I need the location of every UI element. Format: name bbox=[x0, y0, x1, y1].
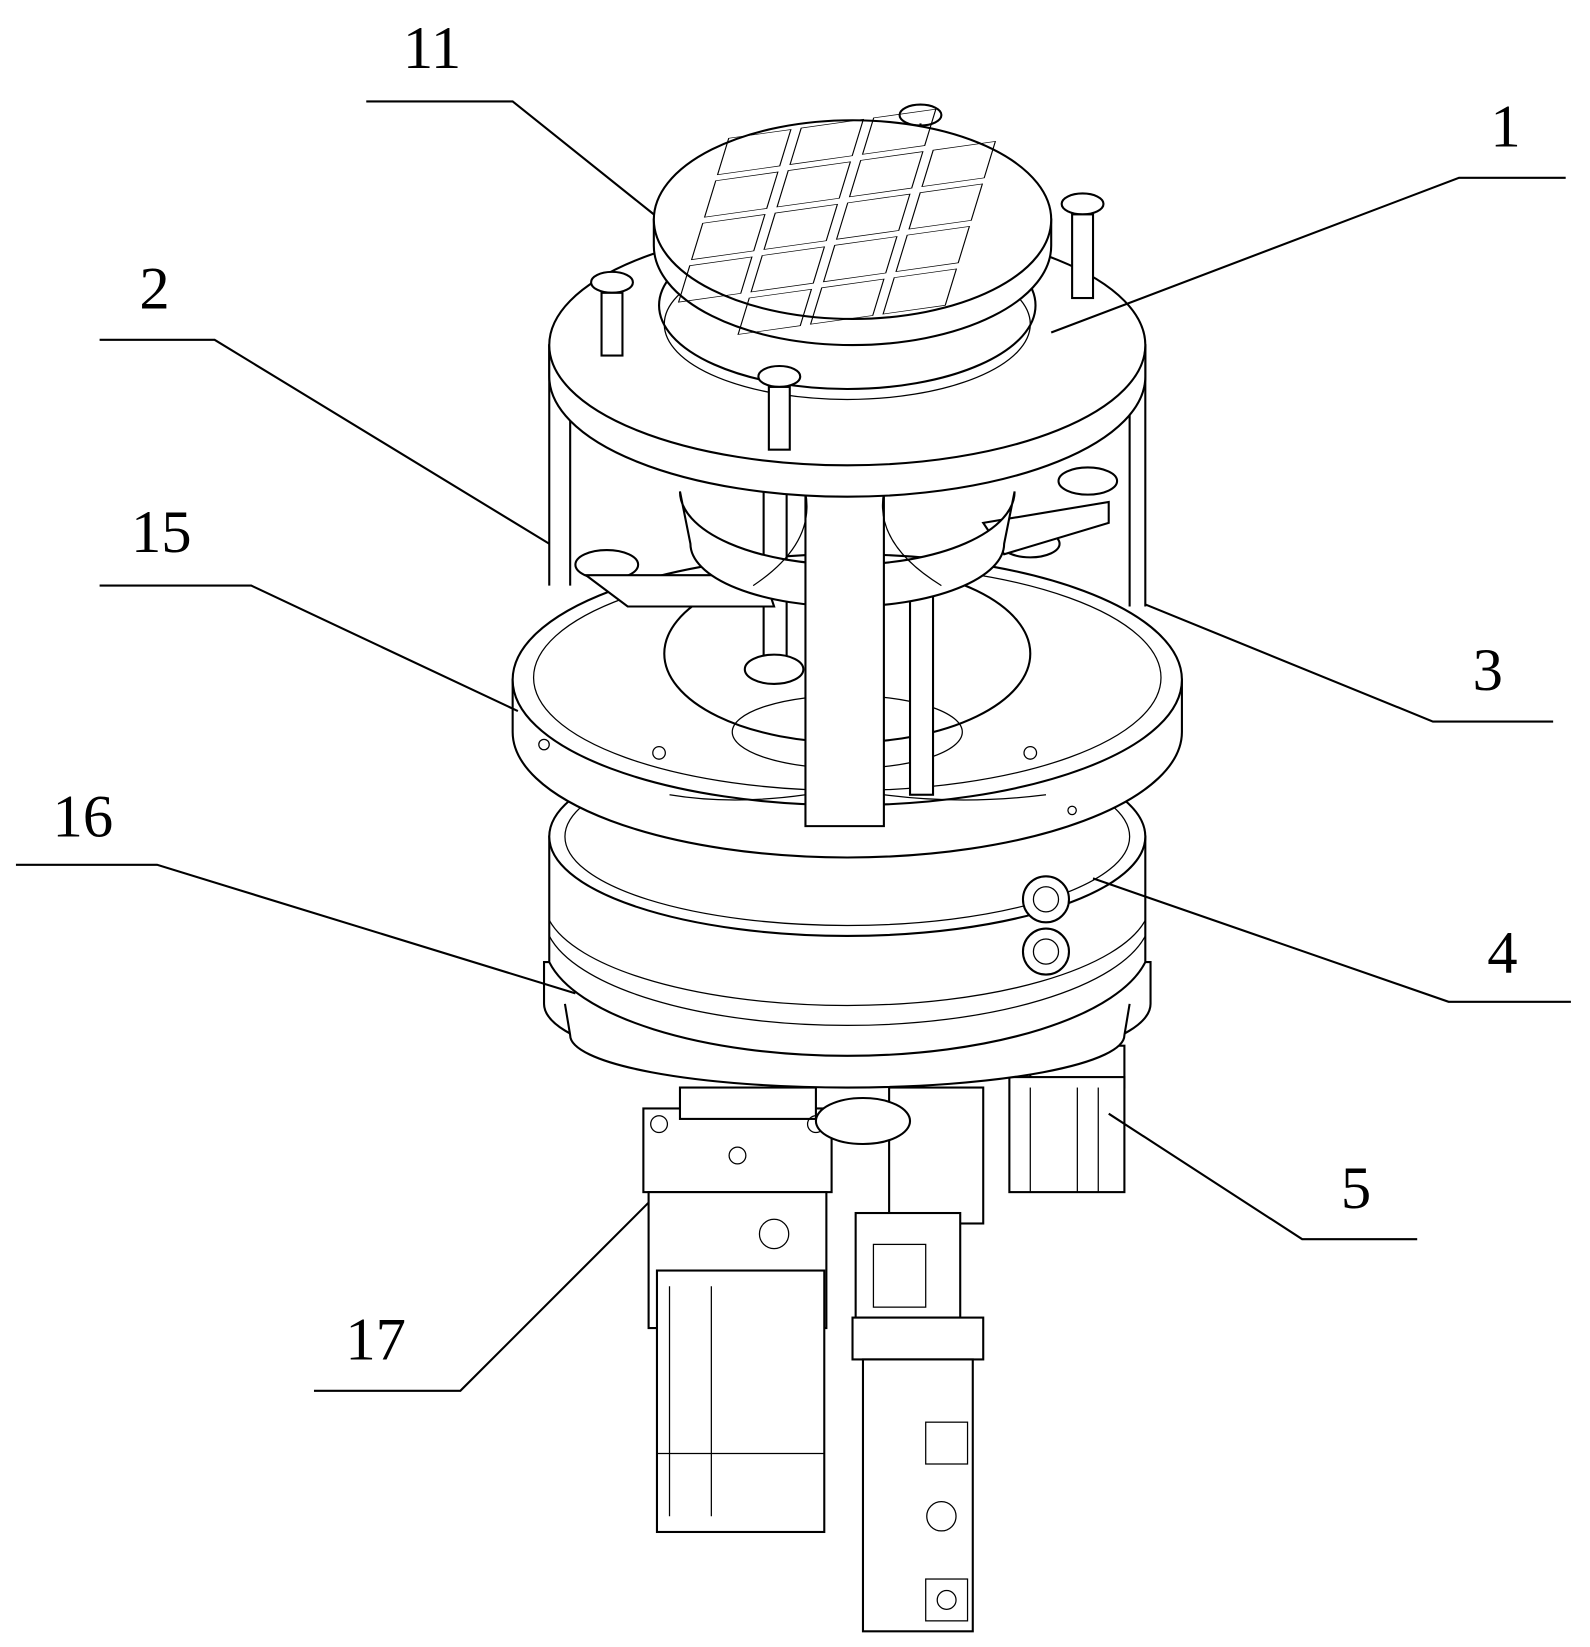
motor-assembly-17 bbox=[643, 1088, 831, 1532]
label-3: 3 bbox=[1473, 637, 1503, 704]
label-1: 1 bbox=[1490, 93, 1520, 160]
leader-15 bbox=[100, 586, 518, 711]
tray-11 bbox=[654, 99, 1051, 345]
label-15: 15 bbox=[131, 499, 192, 566]
leader-16 bbox=[16, 865, 575, 994]
label-5: 5 bbox=[1341, 1155, 1371, 1222]
label-2: 2 bbox=[139, 255, 169, 322]
label-11: 11 bbox=[403, 15, 461, 82]
leader-11 bbox=[366, 101, 654, 214]
label-17: 17 bbox=[345, 1306, 406, 1373]
linear-actuator bbox=[816, 1088, 983, 1632]
label-16: 16 bbox=[53, 784, 114, 851]
label-4: 4 bbox=[1487, 920, 1517, 987]
